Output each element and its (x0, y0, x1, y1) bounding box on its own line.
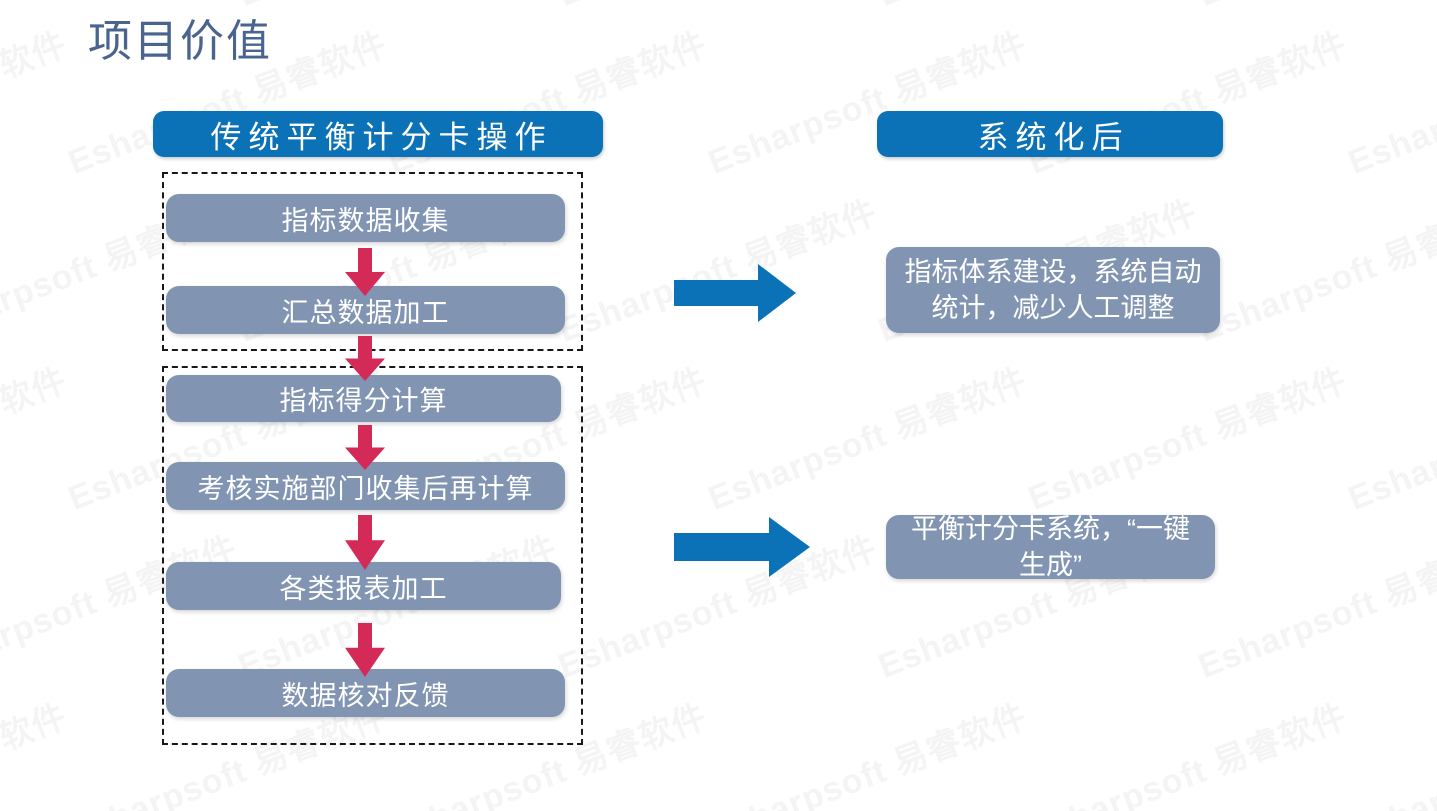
column-header-systemized: 系统化后 (877, 111, 1223, 157)
transform-arrow-right-icon-1 (674, 262, 796, 324)
process-box-indicator-score-calculation[interactable]: 指标得分计算 (166, 375, 561, 422)
outcome-box-one-click-generation[interactable]: 平衡计分卡系统，“一键生成” (886, 514, 1215, 580)
process-box-department-recalculation[interactable]: 考核实施部门收集后再计算 (166, 462, 565, 510)
outcome-box-indicator-system[interactable]: 指标体系建设，系统自动统计，减少人工调整 (886, 247, 1220, 333)
process-box-data-verification-feedback[interactable]: 数据核对反馈 (166, 669, 565, 717)
transform-arrow-right-icon-2 (674, 515, 810, 579)
page-title: 项目价值 (88, 17, 272, 66)
flow-arrow-down-icon-3 (341, 425, 389, 470)
column-header-traditional: 传统平衡计分卡操作 (153, 111, 603, 157)
flow-arrow-down-icon-5 (341, 623, 389, 677)
process-box-report-processing[interactable]: 各类报表加工 (166, 562, 561, 610)
flow-arrow-down-icon-1 (341, 248, 389, 296)
process-box-indicator-data-collection[interactable]: 指标数据收集 (166, 194, 565, 242)
flow-arrow-down-icon-2 (341, 336, 389, 381)
flow-arrow-down-icon-4 (341, 515, 389, 570)
dashed-group-data-collection (162, 172, 583, 351)
